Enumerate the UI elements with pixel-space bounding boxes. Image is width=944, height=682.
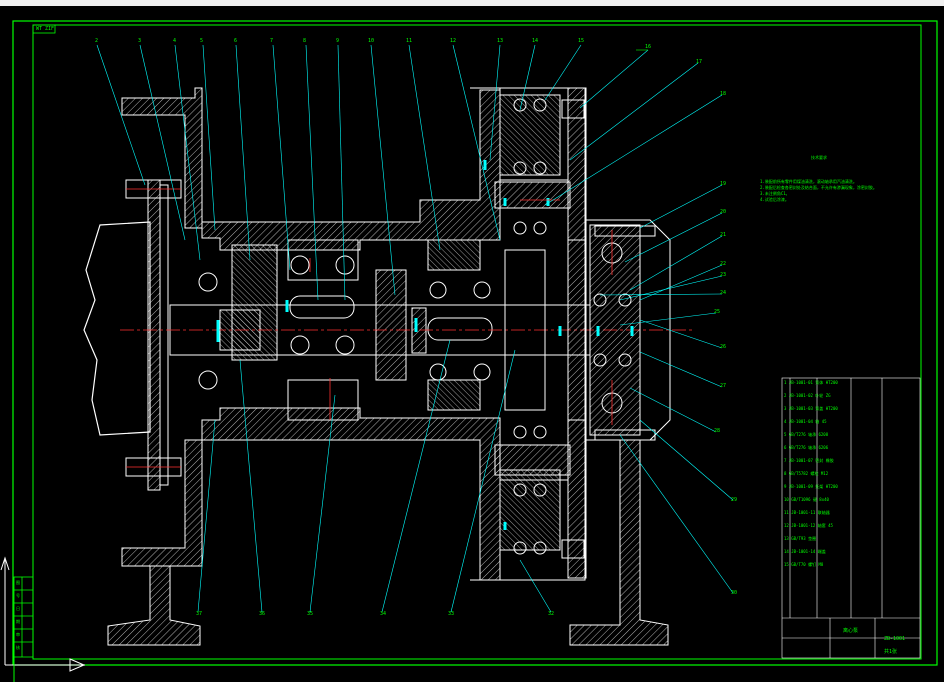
leader-number-top: 8 [303, 38, 307, 44]
parts-row: 4 JB-1001-04 轴 45 [784, 419, 827, 424]
left-side-panel [13, 576, 34, 658]
left-panel-label: 核 [16, 645, 20, 650]
leader-number-right: 26 [720, 344, 727, 350]
leader-number-right: 23 [720, 272, 727, 278]
leader-number-bottom: 34 [380, 611, 387, 617]
leader-number-right: 24 [720, 290, 727, 296]
leader-number-bottom: 37 [196, 611, 203, 617]
tech-note-4: 4.试验后涂漆。 [760, 197, 789, 202]
window-title-strip [0, 0, 944, 6]
parts-row: 6 GB/T276 轴承 6206 [784, 445, 829, 450]
leader-number-right: 19 [720, 181, 727, 187]
end-cover[interactable] [569, 219, 671, 646]
leader-number-top: 10 [368, 38, 375, 44]
outer-frame [12, 20, 938, 666]
leader-number-top: 7 [270, 38, 274, 44]
leader-number-top: 15 [578, 38, 585, 44]
left-panel-label: 图 [16, 580, 20, 585]
leader-number-right: 28 [714, 428, 721, 434]
leader-number-right: 20 [720, 209, 727, 215]
parts-row: 15 GB/T70 螺钉 M8 [784, 562, 824, 567]
seal-markers [216, 160, 634, 530]
parts-row: 14 JB-1001-14 端盖 [784, 549, 826, 554]
leader-number-bottom: 35 [307, 611, 314, 617]
leader-number-right: 25 [714, 309, 721, 315]
leader-number-right: 18 [720, 91, 727, 97]
leader-number-top: 14 [532, 38, 539, 44]
leader-number-right: 17 [696, 59, 703, 65]
leader-number-right: 22 [720, 261, 727, 267]
tech-note-3: 3.未注倒角C1。 [760, 191, 790, 196]
parts-row: 1 JB-1001-01 泵体 HT200 [784, 380, 838, 385]
leader-number-top: 11 [406, 38, 413, 44]
left-panel-label: 号 [16, 593, 20, 598]
parts-row: 11 JB-1001-11 联轴器 [784, 510, 830, 515]
leader-lines [96, 44, 734, 613]
parts-row: 3 JB-1001-03 泵盖 HT200 [784, 406, 838, 411]
parts-row: 12 JB-1001-12 轴套 45 [784, 523, 833, 528]
corner-label-box [32, 24, 56, 34]
leader-number-top: 6 [234, 38, 238, 44]
tech-requirements-title: 技术要求 [811, 155, 827, 160]
parts-row: 8 GB/T5782 螺栓 M12 [784, 471, 829, 476]
ucs-axis-icon [0, 556, 86, 682]
tech-note-2: 2.装配后检查各密封处及结合面，不允许有渗漏现象，涂密封胶。 [760, 185, 877, 190]
left-panel-label: 期 [16, 619, 20, 624]
parts-row: 2 JB-1001-02 叶轮 ZG [784, 393, 831, 398]
parts-row: 10 GB/T1096 键 8x40 [784, 497, 829, 502]
parts-list-table [781, 377, 921, 659]
pump-bracket-left[interactable] [107, 87, 203, 646]
left-panel-label: 审 [16, 632, 20, 637]
coupling-flange[interactable] [83, 179, 182, 491]
sheet-count: 共1张 [884, 649, 898, 655]
leader-number-top: 5 [200, 38, 204, 44]
drawing-name: 离心泵 [843, 628, 859, 634]
left-panel-label: 日 [16, 606, 20, 611]
leader-number-bottom: 33 [448, 611, 455, 617]
parts-row: 5 GB/T276 轴承 6208 [784, 432, 829, 437]
leader-number-right: 16 [645, 44, 652, 50]
leader-number-top: 9 [336, 38, 340, 44]
leader-number-top: 3 [138, 38, 142, 44]
leader-number-top: 4 [173, 38, 177, 44]
leader-number-top: 12 [450, 38, 457, 44]
corner-label: WT ZIF [36, 26, 55, 32]
parts-row: 7 JB-1001-07 密封 橡胶 [784, 458, 834, 463]
leader-number-bottom: 36 [259, 611, 266, 617]
leader-number-right: 27 [720, 383, 727, 389]
inner-frame [32, 24, 922, 660]
parts-row: 13 GB/T93 垫圈 [784, 536, 817, 541]
tech-note-1: 1.装配前所有零件用煤油清洗，滚动轴承用汽油清洗。 [760, 179, 857, 184]
drawing-number: ZB-1001 [884, 636, 906, 642]
impeller-casing[interactable] [470, 87, 587, 581]
leader-number-right: 21 [720, 232, 727, 238]
leader-number-top: 2 [95, 38, 99, 44]
leader-number-right: 30 [731, 590, 738, 596]
leader-number-right: 29 [731, 497, 738, 503]
leader-number-bottom: 32 [548, 611, 555, 617]
parts-row: 9 JB-1001-09 托架 HT200 [784, 484, 838, 489]
leader-number-top: 13 [497, 38, 504, 44]
